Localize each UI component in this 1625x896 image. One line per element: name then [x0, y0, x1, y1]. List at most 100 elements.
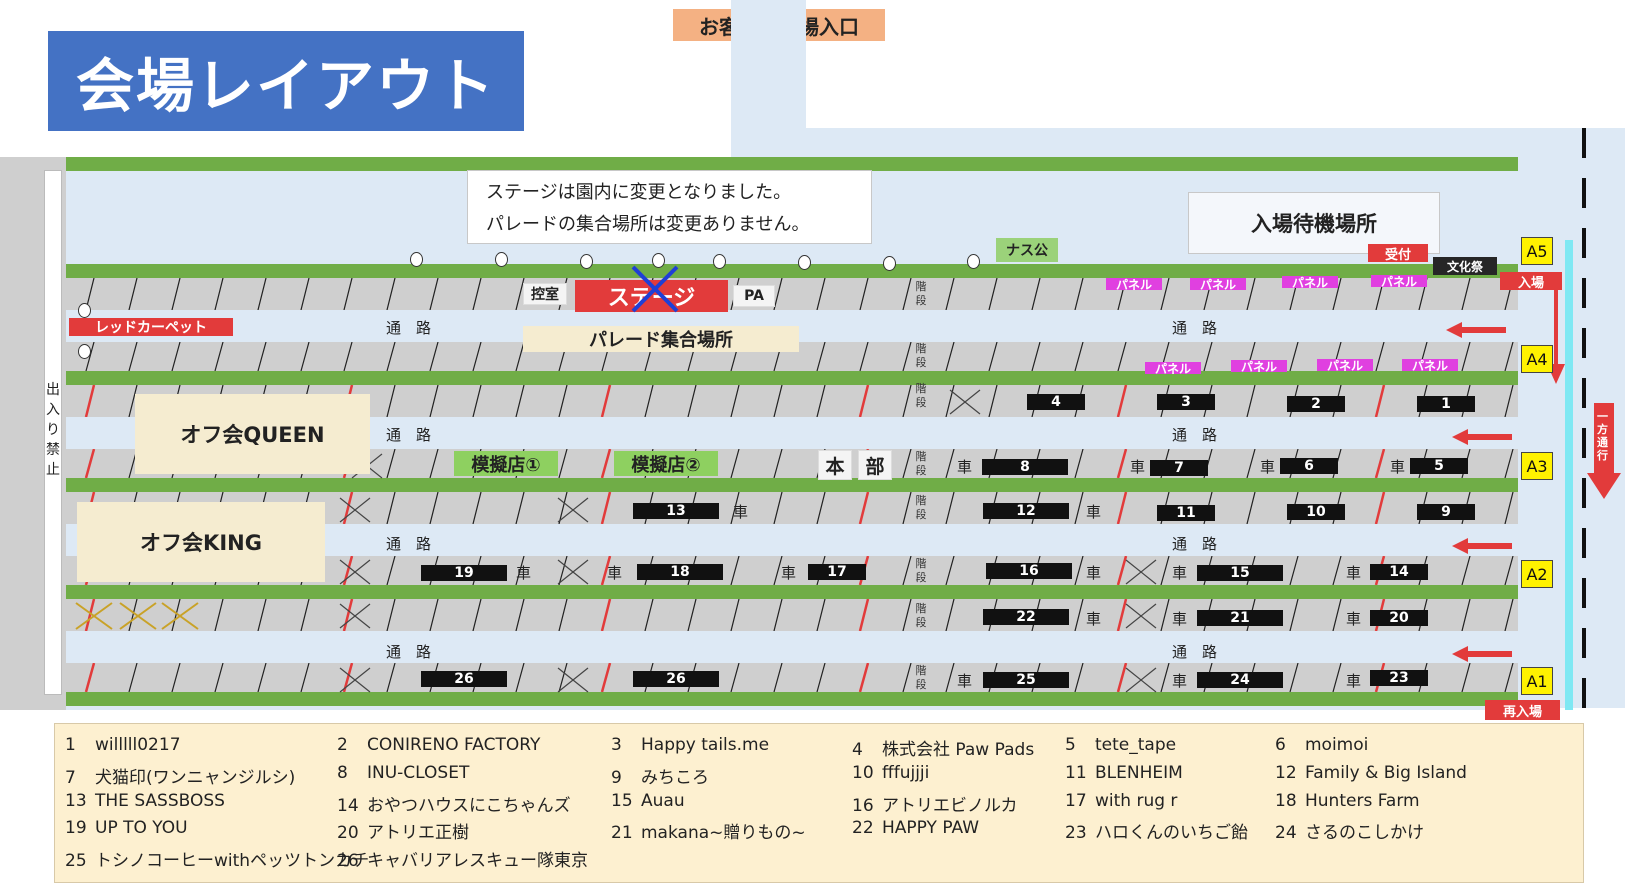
green-belt: [66, 157, 1518, 171]
lamp-icon: [78, 303, 91, 318]
blocked-space-icon: [339, 497, 371, 523]
legend-number: 4: [852, 740, 863, 760]
nasukou-tag: ナス公: [996, 238, 1058, 262]
stall-4: 4: [1027, 394, 1085, 410]
legend-number: 7: [65, 768, 76, 788]
stall-11: 11: [1157, 505, 1215, 521]
legend-number: 11: [1065, 763, 1087, 783]
aisle-label: 通 路: [386, 535, 432, 553]
dash-segment: [1582, 528, 1586, 558]
stall-6: 6: [1280, 458, 1338, 474]
parking-stripes: [84, 599, 1514, 631]
mock-shop-1: 模擬店①: [454, 451, 558, 476]
legend-number: 3: [611, 735, 622, 755]
dash-segment: [1582, 228, 1586, 258]
direction-arrow-icon: [1452, 429, 1512, 445]
legend-vendor-name: おやつハウスにこちゃんズ: [367, 796, 571, 816]
lamp-icon: [713, 254, 726, 269]
legend-vendor-name: キャバリアレスキュー隊東京: [367, 851, 588, 871]
car-label: 車: [733, 503, 749, 521]
blocked-space-icon: [339, 667, 371, 693]
legend-number: 19: [65, 818, 87, 838]
legend-number: 16: [852, 796, 874, 816]
car-label: 車: [516, 564, 532, 582]
notice-line-1: ステージは園内に変更となりました。: [486, 182, 792, 203]
panel-tag: パネル: [1317, 359, 1373, 373]
car-label: 車: [1130, 458, 1146, 476]
stall-18: 18: [637, 564, 723, 580]
panel-tag: パネル: [1106, 278, 1162, 292]
legend-number: 13: [65, 791, 87, 811]
dashed-road-line: [1582, 128, 1588, 708]
legend-number: 21: [611, 823, 633, 843]
legend-vendor-name: Happy tails.me: [641, 735, 770, 755]
legend-vendor-name: fffujjji: [882, 763, 930, 783]
stall-13: 13: [633, 503, 719, 519]
car-label: 車: [1390, 458, 1406, 476]
red-carpet: レッドカーペット: [69, 318, 233, 336]
legend-vendor-name: Hunters Farm: [1305, 791, 1420, 811]
dash-segment: [1582, 378, 1586, 408]
lamp-icon: [580, 254, 593, 269]
car-label: 車: [1346, 672, 1362, 690]
blocked-space-icon: [75, 602, 113, 630]
stall-20: 20: [1370, 610, 1428, 626]
car-label: 車: [1086, 610, 1102, 628]
parking-stripes: [84, 385, 1514, 417]
dash-segment: [1582, 578, 1586, 608]
blocked-space-icon: [949, 389, 981, 415]
stairs-label: 階段: [915, 602, 927, 629]
panel-tag: パネル: [1231, 360, 1287, 374]
stall-14: 14: [1370, 564, 1428, 580]
lamp-icon: [78, 344, 91, 359]
stall-24: 24: [1197, 672, 1283, 688]
dash-segment: [1582, 678, 1586, 708]
mock-shop-2: 模擬店②: [614, 451, 718, 476]
legend-vendor-name: THE SASSBOSS: [95, 791, 225, 811]
legend-item: 22 HAPPY PAW: [852, 818, 979, 838]
green-belt: [66, 264, 1518, 278]
car-label: 車: [781, 564, 797, 582]
legend-number: 23: [1065, 823, 1087, 843]
stall-16: 16: [986, 563, 1072, 579]
legend-vendor-name: CONIRENO FACTORY: [367, 735, 541, 755]
headquarters-tag-1: 本: [818, 450, 852, 480]
legend-item: 3 Happy tails.me: [611, 735, 769, 755]
notice-line-2: パレードの集合場所は変更ありません。: [486, 214, 810, 235]
legend-vendor-name: Auau: [641, 791, 685, 811]
gate-a2: A2: [1521, 560, 1553, 588]
legend-vendor-name: みちころ: [641, 768, 709, 788]
legend-item: 13 THE SASSBOSS: [65, 791, 225, 811]
blocked-space-icon: [119, 602, 157, 630]
aisle-label: 通 路: [1172, 643, 1218, 661]
stall-22: 22: [983, 609, 1069, 625]
legend-vendor-name: moimoi: [1305, 735, 1369, 755]
legend-vendor-name: HAPPY PAW: [882, 818, 980, 838]
legend-vendor-name: 犬猫印(ワンニャンジルシ): [95, 768, 296, 788]
legend-vendor-name: Family & Big Island: [1305, 763, 1467, 783]
blocked-space-icon: [557, 667, 589, 693]
dash-segment: [1582, 128, 1586, 158]
blocked-space-icon: [557, 497, 589, 523]
headquarters-tag-2: 部: [858, 450, 892, 480]
waiting-room-tag: 控室: [523, 283, 567, 305]
car-label: 車: [1086, 564, 1102, 582]
reentry-tag: 再入場: [1485, 700, 1560, 720]
legend-number: 6: [1275, 735, 1286, 755]
gate-a5: A5: [1521, 237, 1553, 265]
legend-number: 22: [852, 818, 874, 838]
one-way-label: 一方通行: [1597, 410, 1608, 462]
parking-stripes: [85, 342, 1514, 371]
reception-tag: 受付: [1368, 244, 1428, 263]
